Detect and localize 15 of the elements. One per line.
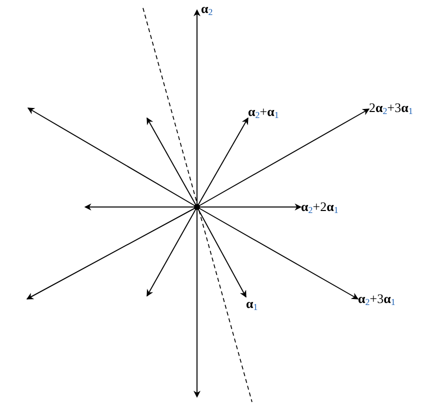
arrow	[146, 117, 198, 208]
root-label: α$_{1}$	[246, 297, 258, 314]
arrow	[196, 108, 370, 208]
root-label: 2α$_{2}$+3α$_{1}$	[369, 101, 413, 118]
arrow	[196, 206, 359, 300]
root-label: α$_{2}$+2α$_{1}$	[301, 200, 338, 217]
root-label: α$_{2}$+α$_{1}$	[248, 105, 279, 122]
arrow	[146, 206, 198, 297]
arrow	[196, 206, 246, 298]
origin-point	[194, 204, 200, 210]
arrow	[196, 117, 248, 208]
arrow	[27, 108, 198, 208]
root-label: α$_{2}$+3α$_{1}$	[358, 292, 396, 309]
arrow	[26, 206, 198, 300]
root-label: α$_{2}$	[201, 2, 213, 19]
